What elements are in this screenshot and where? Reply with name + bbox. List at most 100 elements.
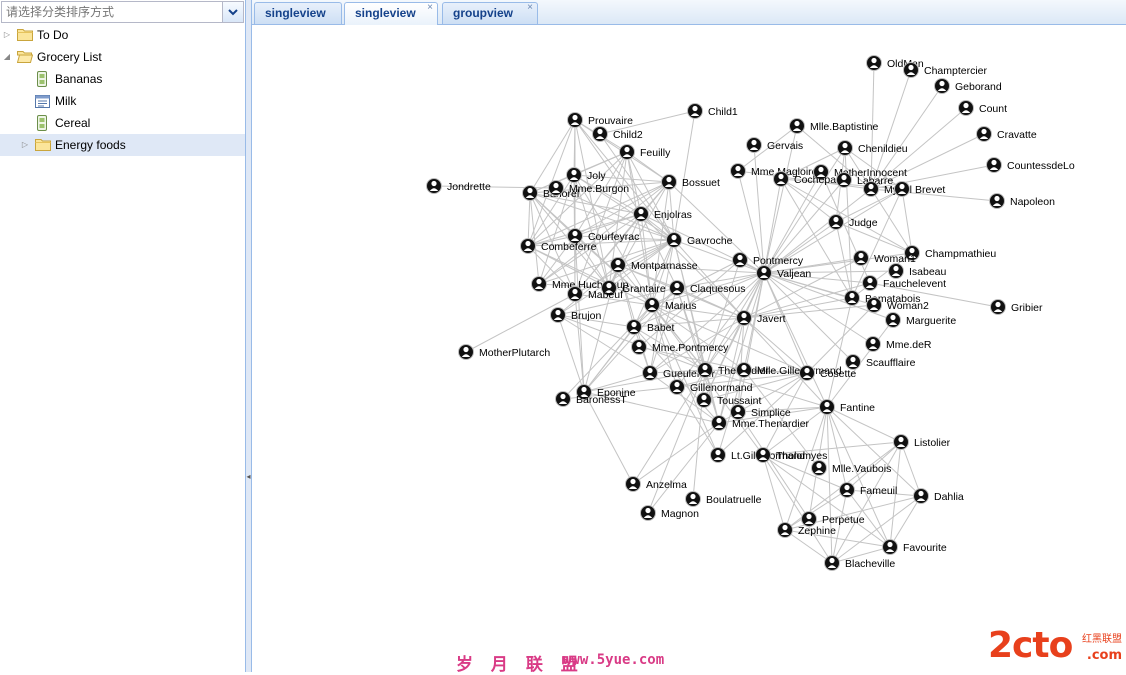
edge-mme-hucheloup-enjolras — [538, 213, 642, 285]
person-body — [672, 389, 682, 392]
graph-node-simplice[interactable]: Simplice — [730, 404, 791, 420]
expand-arrow-icon[interactable]: ▷ — [3, 30, 11, 39]
graph-node-pontmercy[interactable]: Pontmercy — [732, 252, 804, 268]
graph-node-cosette[interactable]: Cosette — [799, 365, 857, 381]
graph-node-count[interactable]: Count — [958, 100, 1008, 116]
edge-brujon-gueulemer — [557, 314, 651, 374]
expand-arrow-icon[interactable]: ▷ — [21, 140, 29, 149]
close-icon[interactable]: × — [527, 2, 533, 13]
graph-node-mlle-baptistine[interactable]: Mlle.Baptistine — [789, 118, 879, 134]
graph-node-cochepaille[interactable]: Cochepaille — [773, 171, 850, 187]
tree-node-grocery-list[interactable]: ◢ Grocery List — [0, 46, 245, 68]
graph-node-cravatte[interactable]: Cravatte — [976, 126, 1037, 142]
sort-combo[interactable] — [1, 1, 244, 23]
edge-feuilly-combeferre — [527, 151, 628, 247]
graph-node-courfeyrac[interactable]: Courfeyrac — [567, 228, 640, 244]
sort-combo-input[interactable] — [2, 2, 224, 22]
tree-node-bananas[interactable]: Bananas — [0, 68, 245, 90]
graph-node-champmathieu[interactable]: Champmathieu — [904, 245, 997, 261]
graph-node-enjolras[interactable]: Enjolras — [633, 206, 692, 222]
collapse-left-icon[interactable]: ◂ — [246, 471, 251, 481]
person-head — [702, 364, 708, 371]
close-icon[interactable]: × — [427, 2, 433, 13]
graph-node-isabeau[interactable]: Isabeau — [888, 263, 947, 279]
graph-node-brujon[interactable]: Brujon — [550, 307, 602, 323]
person-body — [891, 273, 901, 276]
graph-node-boulatruelle[interactable]: Boulatruelle — [685, 491, 762, 507]
graph-node-babet[interactable]: Babet — [626, 319, 675, 335]
graph-node-mme-thenardier[interactable]: Mme.Thenardier — [711, 415, 810, 431]
graph-node-fameuil[interactable]: Fameuil — [839, 482, 898, 498]
graph-node-mlle-vaubois[interactable]: Mlle.Vaubois — [811, 460, 892, 476]
tree-node-milk[interactable]: Milk — [0, 90, 245, 112]
edge-dahlia-fameuil — [846, 489, 922, 497]
graph-node-mabeuf[interactable]: Mabeuf — [567, 286, 624, 302]
graph-node-eponine[interactable]: Eponine — [576, 384, 636, 400]
graph-node-valjean[interactable]: Valjean — [756, 265, 812, 281]
person-head — [615, 259, 621, 266]
graph-node-magnon[interactable]: Magnon — [640, 505, 700, 521]
graph-node-jondrette[interactable]: Jondrette — [426, 178, 491, 194]
graph-node-fantine[interactable]: Fantine — [819, 399, 876, 415]
graph-node-chenildieu[interactable]: Chenildieu — [837, 140, 908, 156]
chevron-down-icon[interactable] — [222, 2, 243, 22]
graph-node-toussaint[interactable]: Toussaint — [696, 392, 762, 408]
edge-fantine-zephine — [784, 406, 828, 531]
person-body — [622, 154, 632, 157]
graph-node-motherplutarch[interactable]: MotherPlutarch — [458, 344, 551, 360]
graph-node-gavroche[interactable]: Gavroche — [666, 232, 733, 248]
graph-node-gribier[interactable]: Gribier — [990, 299, 1044, 315]
graph-node-joly[interactable]: Joly — [566, 167, 607, 183]
graph-node-prouvaire[interactable]: Prouvaire — [567, 112, 634, 128]
graph-node-dahlia[interactable]: Dahlia — [913, 488, 964, 504]
graph-node-motherinnocent[interactable]: MotherInnocent — [813, 164, 908, 180]
graph-node-napoleon[interactable]: Napoleon — [989, 193, 1056, 209]
graph-node-fauchelevent[interactable]: Fauchelevent — [862, 275, 947, 291]
graph-node-grantaire[interactable]: Grantaire — [601, 280, 666, 296]
tab-groupview[interactable]: groupview × — [442, 2, 538, 24]
tab-singleview-2[interactable]: singleview × — [344, 2, 438, 25]
graph-node-feuilly[interactable]: Feuilly — [619, 144, 672, 160]
graph-node-brevet[interactable]: Brevet — [894, 181, 946, 197]
graph-node-javert[interactable]: Javert — [736, 310, 786, 326]
graph-node-tholomyes[interactable]: Tholomyes — [755, 447, 828, 463]
graph-node-scaufflaire[interactable]: Scaufflaire — [845, 354, 916, 370]
graph-node-combeferre[interactable]: Combeferre — [520, 238, 597, 254]
graph-node-judge[interactable]: Judge — [828, 214, 878, 230]
graph-node-child1[interactable]: Child1 — [687, 103, 738, 119]
tree-node-todo[interactable]: ▷ To Do — [0, 24, 245, 46]
graph-node-marius[interactable]: Marius — [644, 297, 697, 313]
graph-node-perpetue[interactable]: Perpetue — [801, 511, 865, 527]
graph-node-champtercier[interactable]: Champtercier — [903, 62, 988, 78]
graph-node-woman2[interactable]: Woman2 — [866, 297, 929, 313]
graph-node-bossuet[interactable]: Bossuet — [661, 174, 721, 190]
person-head — [631, 321, 637, 328]
collapse-arrow-icon[interactable]: ◢ — [3, 52, 11, 61]
graph-node-marguerite[interactable]: Marguerite — [885, 312, 957, 328]
network-graph[interactable]: OldManChamptercierGeborandCountCravatteC… — [252, 25, 1126, 672]
graph-node-geborand[interactable]: Geborand — [934, 78, 1002, 94]
graph-node-blacheville[interactable]: Blacheville — [824, 555, 896, 571]
graph-node-montparnasse[interactable]: Montparnasse — [610, 257, 698, 273]
graph-node-listolier[interactable]: Listolier — [893, 434, 951, 450]
tab-singleview-1[interactable]: singleview — [254, 2, 342, 24]
tree-node-cereal[interactable]: Cereal — [0, 112, 245, 134]
graph-node-countessdelo[interactable]: CountessdeLo — [986, 157, 1075, 173]
graph-node-favourite[interactable]: Favourite — [882, 539, 947, 555]
graph-node-gervais[interactable]: Gervais — [746, 137, 804, 153]
graph-node-mme-burgon[interactable]: Mme.Burgon — [548, 180, 630, 196]
panel-splitter[interactable]: ◂ — [246, 0, 252, 672]
graph-node-label: BaronessT — [576, 394, 627, 406]
graph-node-child2[interactable]: Child2 — [592, 126, 643, 142]
graph-node-anzelma[interactable]: Anzelma — [625, 476, 688, 492]
graph-node-mme-pontmercy[interactable]: Mme.Pontmercy — [631, 339, 730, 355]
graph-node-gillenormand[interactable]: Gillenormand — [669, 379, 753, 395]
edge-cochepaille-bamatabois — [780, 178, 853, 299]
graph-node-baronesst[interactable]: BaronessT — [555, 391, 628, 407]
tree-node-energy-foods[interactable]: ▷ Energy foods — [0, 134, 245, 156]
graph-node-woman1[interactable]: Woman1 — [853, 250, 916, 266]
graph-node-mme-der[interactable]: Mme.deR — [865, 336, 932, 352]
graph-node-claquesous[interactable]: Claquesous — [669, 280, 746, 296]
graph-node-zephine[interactable]: Zephine — [777, 522, 837, 538]
